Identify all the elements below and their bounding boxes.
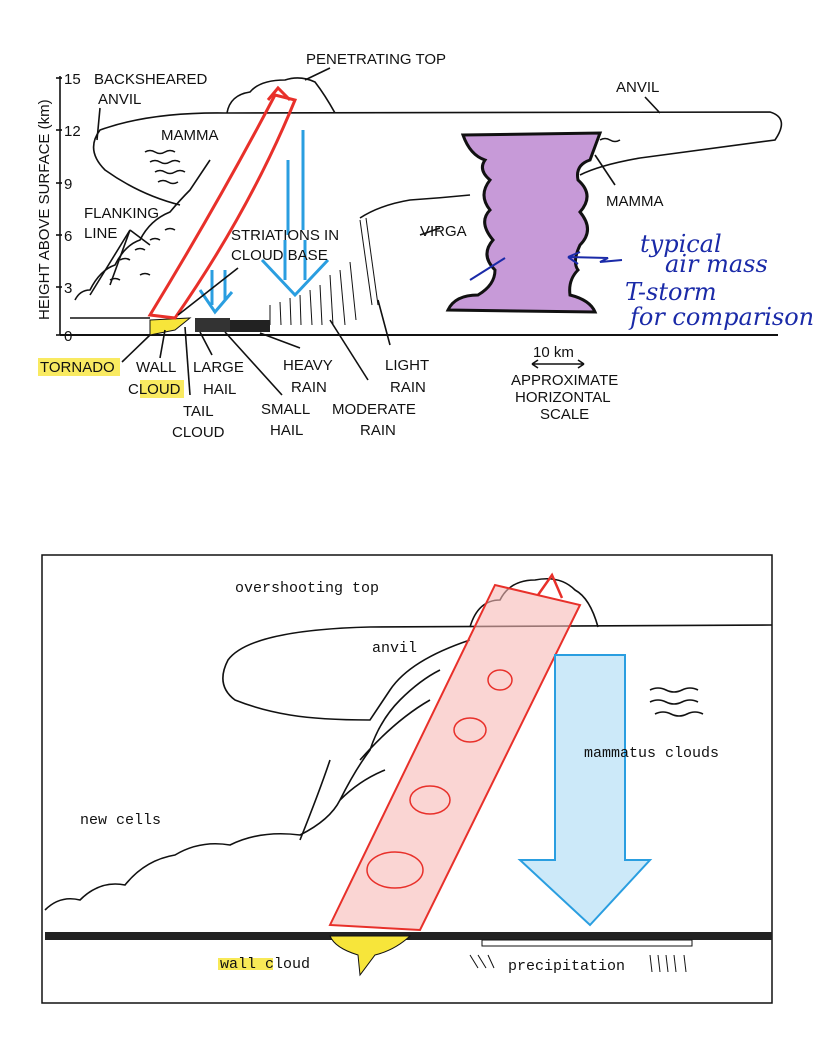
label-pointers bbox=[89, 67, 661, 396]
new-cells-clouds bbox=[44, 669, 441, 911]
label-heavy-rain: RAIN bbox=[291, 379, 327, 396]
label-cloud-base: CLOUD BASE bbox=[231, 247, 328, 264]
scale-caption-3: SCALE bbox=[540, 406, 589, 423]
updraft-band bbox=[328, 583, 582, 932]
airmass-thunderstorm bbox=[445, 131, 603, 314]
label-penetrating-top: PENETRATING TOP bbox=[306, 51, 446, 68]
label-mamma-right: MAMMA bbox=[606, 193, 664, 210]
note-line-3: T-storm bbox=[625, 278, 717, 306]
precipitation-marks bbox=[469, 954, 687, 973]
label-backsheared: BACKSHEARED bbox=[94, 71, 208, 88]
label-small-hail: HAIL bbox=[270, 422, 303, 439]
label-tail: TAIL bbox=[183, 403, 214, 420]
hail-region bbox=[195, 318, 230, 332]
handwritten-arrow bbox=[567, 251, 623, 265]
mamma-scribbles bbox=[109, 137, 621, 281]
note-line-2: air mass bbox=[665, 250, 768, 278]
label-overshooting-top: overshooting top bbox=[235, 580, 379, 597]
label-heavy: HEAVY bbox=[283, 357, 333, 374]
label-backsheared-anvil: ANVIL bbox=[98, 91, 141, 108]
wall-cloud-shape bbox=[329, 935, 412, 977]
heavy-rain-region bbox=[230, 320, 270, 332]
label-tail-cloud: CLOUD bbox=[172, 424, 225, 441]
label-anvil: anvil bbox=[372, 640, 417, 657]
y-tick-15: 15 bbox=[64, 71, 81, 88]
label-large: LARGE bbox=[193, 359, 244, 376]
wall-cloud-highlight bbox=[149, 317, 192, 336]
y-tick-6: 6 bbox=[64, 228, 72, 245]
bottom-supercell-diagram: overshooting top anvil mammatus clouds n… bbox=[41, 554, 773, 1004]
label-new-cells: new cells bbox=[80, 812, 161, 829]
scale-caption-2: HORIZONTAL bbox=[515, 389, 611, 406]
anvil-top-line bbox=[369, 624, 773, 628]
label-light-rain: RAIN bbox=[390, 379, 426, 396]
label-large-hail: HAIL bbox=[203, 381, 236, 398]
anvil-outline bbox=[222, 626, 471, 721]
penetrating-top-dome bbox=[226, 77, 336, 114]
anvil-outline bbox=[92, 111, 783, 206]
label-moderate-rain: RAIN bbox=[360, 422, 396, 439]
label-small: SMALL bbox=[261, 401, 310, 418]
label-mamma-left: MAMMA bbox=[161, 127, 219, 144]
diagram-frame bbox=[41, 554, 773, 1004]
updraft-arrowhead bbox=[536, 572, 564, 599]
scale-arrow-icon bbox=[531, 359, 585, 369]
y-tick-12: 12 bbox=[64, 123, 81, 140]
label-light: LIGHT bbox=[385, 357, 429, 374]
rain-shaft bbox=[269, 217, 379, 326]
note-line-4: for comparison bbox=[628, 303, 814, 331]
scale-caption-1: APPROXIMATE bbox=[511, 372, 618, 389]
label-anvil: ANVIL bbox=[616, 79, 659, 96]
note-line-1: typical bbox=[640, 230, 722, 258]
y-tick-9: 9 bbox=[64, 176, 72, 193]
y-axis-label: HEIGHT ABOVE SURFACE (km) bbox=[36, 99, 53, 320]
label-precipitation: precipitation bbox=[508, 958, 625, 975]
label-flanking-line: LINE bbox=[84, 225, 117, 242]
tornado-highlight bbox=[38, 358, 120, 376]
label-wall: WALL bbox=[136, 359, 176, 376]
label-tornado: TORNADO bbox=[40, 359, 115, 376]
downdraft-arrow bbox=[517, 654, 653, 927]
top-supercell-diagram: 15 12 9 6 3 0 HEIGHT ABOVE SURFACE (km) bbox=[36, 51, 814, 441]
y-tick-0: 0 bbox=[64, 328, 72, 345]
y-tick-3: 3 bbox=[64, 280, 72, 297]
updraft-arrow bbox=[147, 93, 298, 320]
y-axis-ticks bbox=[56, 77, 62, 336]
label-striations: STRIATIONS IN bbox=[231, 227, 339, 244]
label-mammatus-clouds: mammatus clouds bbox=[584, 745, 719, 762]
label-moderate: MODERATE bbox=[332, 401, 416, 418]
label-wall-cloud: CLOUD bbox=[128, 381, 181, 398]
scale-value: 10 km bbox=[533, 344, 574, 361]
label-flanking: FLANKING bbox=[84, 205, 159, 222]
label-virga: VIRGA bbox=[420, 223, 467, 240]
label-wall-cloud: wall cloud bbox=[220, 956, 310, 973]
mammatus-scribbles bbox=[649, 687, 704, 717]
flanking-line-clouds bbox=[74, 159, 211, 301]
downdraft-arrows bbox=[198, 130, 330, 315]
